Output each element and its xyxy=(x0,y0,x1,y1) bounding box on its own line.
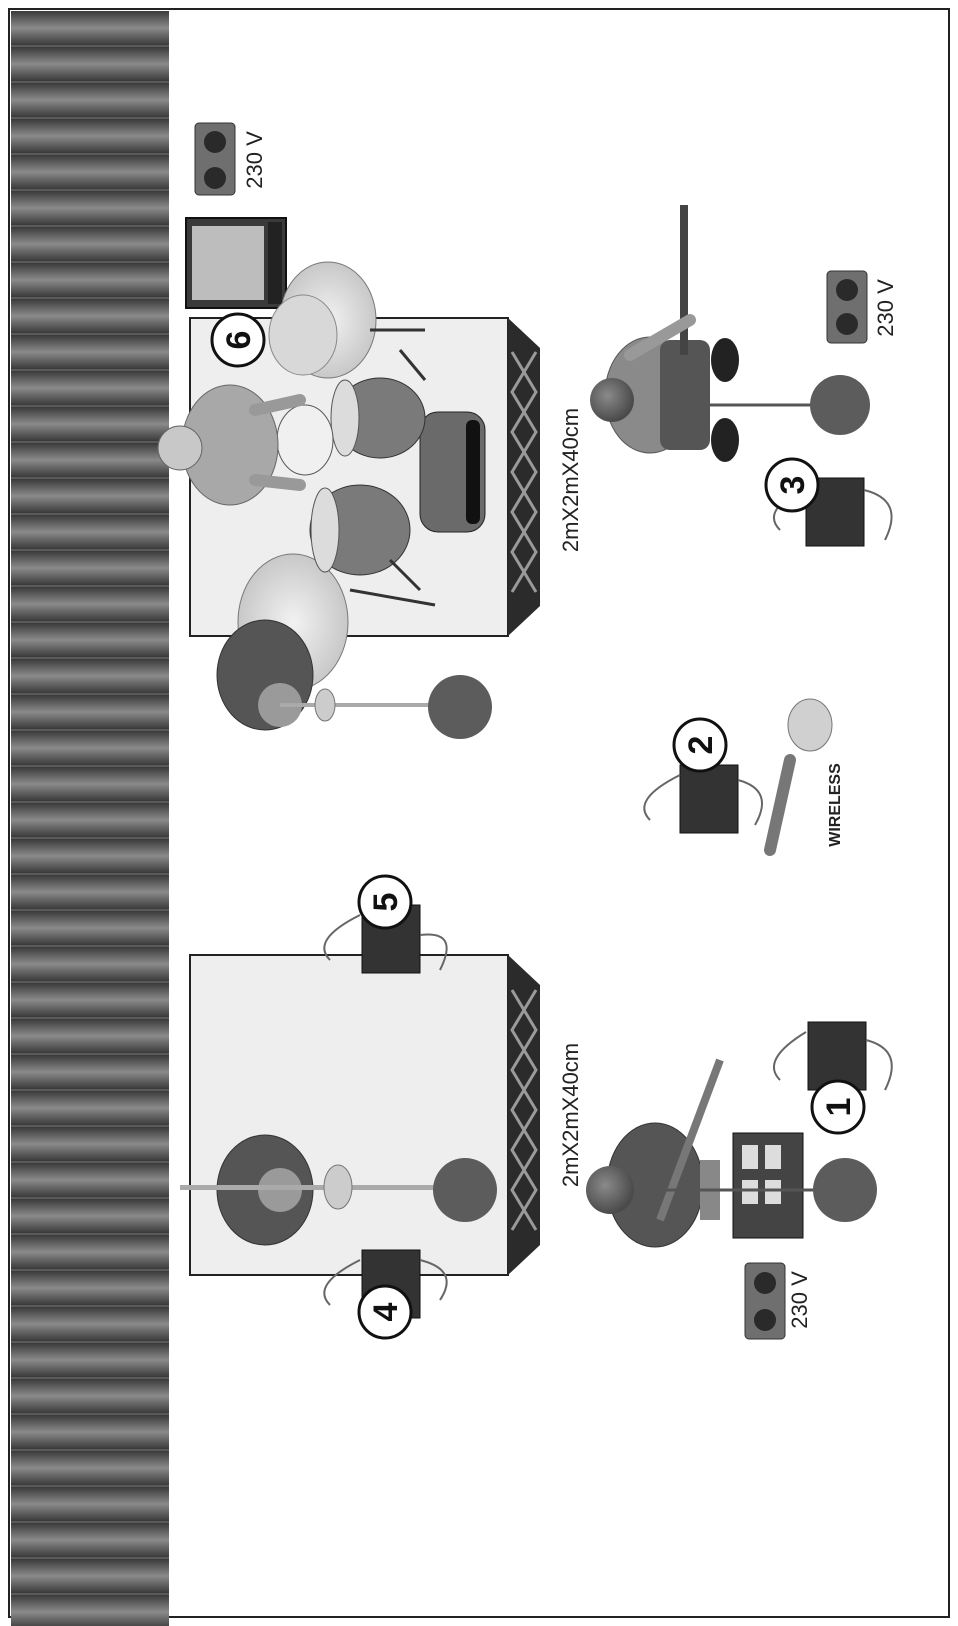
power-outlet-bottom: 230 V xyxy=(745,1263,812,1339)
power-outlet-icon xyxy=(745,1263,785,1339)
position-5-number: 5 xyxy=(367,893,405,912)
curtain-fold xyxy=(11,47,169,81)
curtain-fold xyxy=(11,1055,169,1089)
wireless-mic-icon xyxy=(770,699,832,850)
position-5: 5 xyxy=(359,876,411,928)
power-label-right: 230 V xyxy=(873,279,898,337)
power-label-bottom: 230 V xyxy=(787,1271,812,1329)
curtain-fold xyxy=(11,1235,169,1269)
power-outlet-icon xyxy=(827,271,867,343)
power-outlet-icon xyxy=(195,123,235,195)
musician-icon-guitarist-right xyxy=(590,205,739,462)
curtain-fold xyxy=(11,1271,169,1305)
curtain-fold xyxy=(11,1199,169,1233)
position-1: 1 xyxy=(812,1081,864,1133)
curtain-fold xyxy=(11,983,169,1017)
curtain-fold xyxy=(11,731,169,765)
curtain-fold xyxy=(11,1523,169,1557)
position-4-number: 4 xyxy=(367,1302,405,1321)
curtain-fold xyxy=(11,1091,169,1125)
curtain-fold xyxy=(11,263,169,297)
curtain-fold xyxy=(11,11,169,45)
position-4: 4 xyxy=(359,1286,411,1338)
curtain-fold xyxy=(11,947,169,981)
curtain-fold xyxy=(11,875,169,909)
curtain-fold xyxy=(11,443,169,477)
power-label-top: 230 V xyxy=(242,131,267,189)
riser-right-label: 2mX2mX40cm xyxy=(558,408,583,552)
curtain-fold xyxy=(11,299,169,333)
curtain-fold xyxy=(11,227,169,261)
curtain-fold xyxy=(11,839,169,873)
curtain-fold xyxy=(11,191,169,225)
curtain-fold xyxy=(11,695,169,729)
pedalboard-icon xyxy=(733,1133,803,1238)
position-2: 2 xyxy=(674,719,726,771)
position-1-number: 1 xyxy=(820,1098,858,1117)
curtain-fold xyxy=(11,1163,169,1197)
curtain-fold xyxy=(11,767,169,801)
curtain-fold xyxy=(11,407,169,441)
curtain-fold xyxy=(11,1307,169,1341)
curtain-fold xyxy=(11,1451,169,1485)
amplifier-icon xyxy=(186,218,286,308)
curtain-fold xyxy=(11,911,169,945)
curtain-fold xyxy=(11,659,169,693)
curtain-fold xyxy=(11,1415,169,1449)
wireless-label: WIRELESS xyxy=(827,763,844,847)
curtain-fold xyxy=(11,1487,169,1521)
position-6-number: 6 xyxy=(220,331,258,350)
musician-icon-trumpet xyxy=(217,620,492,739)
curtain-fold xyxy=(11,83,169,117)
position-6: 6 xyxy=(212,314,264,366)
curtain-fold xyxy=(11,155,169,189)
curtain-fold xyxy=(11,623,169,657)
position-3-number: 3 xyxy=(774,476,812,495)
curtain-fold xyxy=(11,1343,169,1377)
curtain-fold xyxy=(11,335,169,369)
curtain-fold xyxy=(11,1127,169,1161)
curtain-fold xyxy=(11,1379,169,1413)
curtain-fold xyxy=(11,479,169,513)
power-outlet-right: 230 V xyxy=(827,271,898,343)
curtain-fold xyxy=(11,551,169,585)
curtain-fold xyxy=(11,803,169,837)
monitor-wedge-1 xyxy=(774,1022,892,1090)
position-3: 3 xyxy=(766,459,818,511)
monitor-wedge-2 xyxy=(644,765,762,833)
riser-left-label: 2mX2mX40cm xyxy=(558,1043,583,1187)
curtain-fold xyxy=(11,587,169,621)
curtain-icon xyxy=(11,11,169,1626)
musician-icon-guitarist-left xyxy=(586,1060,720,1247)
power-outlet-top: 230 V xyxy=(195,123,267,195)
curtain-fold xyxy=(11,371,169,405)
curtain-fold xyxy=(11,515,169,549)
curtain-fold xyxy=(11,1019,169,1053)
curtain-fold xyxy=(11,119,169,153)
position-2-number: 2 xyxy=(682,736,720,755)
curtain-fold xyxy=(11,1595,169,1626)
curtain-fold xyxy=(11,1559,169,1593)
